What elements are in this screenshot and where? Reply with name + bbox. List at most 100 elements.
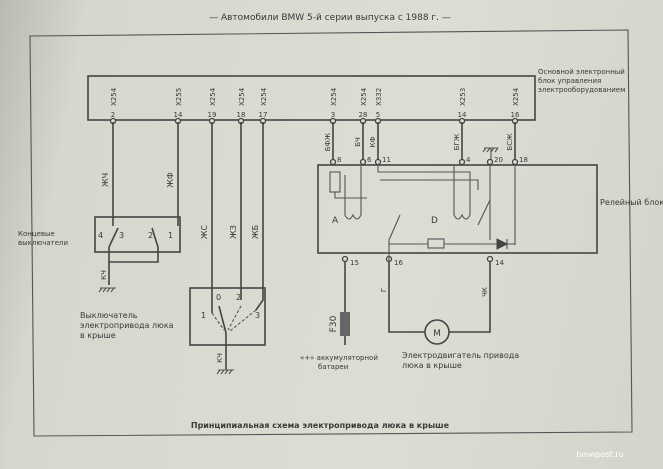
wire-label: ЧК — [481, 287, 489, 297]
wire-label: ЖЗ — [229, 225, 238, 239]
wire-zhb — [255, 122, 264, 311]
ecu-label-1: Основной электронный — [538, 68, 625, 76]
diagram-frame — [29, 29, 633, 437]
wire-label: ЖЧ — [101, 173, 110, 187]
ecu-connector-label: X253 — [459, 88, 467, 106]
watermark: bmwpost.ru — [576, 450, 624, 459]
relay-pin — [329, 158, 337, 166]
relay-internal-wiring — [334, 166, 516, 262]
relay-pin-number: 18 — [519, 156, 528, 164]
wire-label: КЧ — [100, 270, 108, 280]
wire-label: ЖФ — [166, 172, 175, 188]
relay-pin-number: 14 — [495, 259, 504, 267]
ecu-connector-label: X254 — [238, 87, 246, 106]
relay-pin-number: 4 — [466, 156, 471, 164]
relay-pin — [511, 158, 519, 166]
roof-switch-box — [189, 287, 266, 346]
ecu-connector-label: X254 — [330, 87, 338, 106]
ecu-pins: X254 2 X255 14 X254 19 X254 18 X254 17 X254 3 X254 28… — [109, 87, 520, 125]
wire-label: БСЖ — [506, 133, 514, 151]
ecu-pin-number: 18 — [237, 111, 246, 119]
ecu-pin-number: 28 — [359, 111, 368, 119]
ecu-label-3: электрооборудованием — [538, 86, 625, 94]
wire-label: Г — [380, 288, 388, 292]
pin-label: 2 — [236, 293, 241, 302]
relay-pin — [374, 158, 382, 166]
motor-label-1: Электродвигатель привода — [402, 351, 519, 360]
ecu-pin-number: 2 — [111, 111, 115, 119]
wire-label: БЧ — [354, 137, 362, 147]
relay-pin — [359, 158, 367, 166]
roof-switch-label-2: электропривода люка — [80, 321, 174, 330]
ground-icon — [482, 147, 499, 160]
wire-label: КФ — [369, 137, 377, 148]
diode-icon — [496, 238, 509, 250]
relay-pin — [486, 255, 494, 263]
ecu-label-2: блок управления — [538, 77, 601, 85]
resistor-icon — [427, 238, 445, 249]
wire-label: ЖС — [200, 224, 209, 239]
pin-label: 0 — [216, 293, 221, 302]
ecu-connector-label: X254 — [512, 87, 520, 106]
limit-switch-label-2: выключатели — [18, 239, 68, 247]
battery-label-2: батареи — [318, 363, 348, 371]
motor-symbol: M — [433, 329, 441, 339]
roof-switch-positions — [211, 305, 257, 332]
resistor-icon — [329, 171, 341, 193]
ecu-connector-label: X254 — [260, 87, 268, 106]
page-header: — Автомобили BMW 5-й серии выпуска с 198… — [209, 13, 451, 23]
roof-switch-label-1: Выключатель — [80, 311, 138, 320]
wire-label: ЖБ — [251, 225, 260, 239]
pin-label: 1 — [201, 311, 206, 320]
roof-switch-label-3: в крыше — [80, 331, 116, 340]
ecu-connector-label: X255 — [175, 88, 183, 106]
relay-pin-number: 11 — [382, 156, 391, 164]
relay-label: Релейный блок — [600, 198, 663, 207]
ecu-pin-number: 14 — [174, 111, 183, 119]
ecu-pin-number: 16 — [511, 111, 520, 119]
limit-switch-label-1: Концевые — [18, 230, 55, 238]
pin-label: 2 — [148, 231, 153, 240]
relay-box — [317, 164, 598, 254]
ecu-connector-label: X254 — [209, 87, 217, 106]
fuse-icon — [340, 312, 350, 336]
ecu-pin-number: 17 — [259, 111, 268, 119]
ecu-pin-number: 3 — [331, 111, 335, 119]
relay-pin — [486, 158, 494, 166]
pin-label: 1 — [168, 231, 173, 240]
ecu-box — [87, 75, 536, 121]
ecu-pin-number: 5 — [376, 111, 380, 119]
wire-label: БГЖ — [453, 133, 461, 150]
pin-label: 3 — [119, 231, 124, 240]
ecu-connector-label: X254 — [110, 87, 118, 106]
motor-label-2: люка в крыше — [402, 361, 462, 370]
pin-label: 3 — [255, 311, 260, 320]
battery-label-1: «+» аккумуляторной — [300, 354, 378, 362]
ground-icon — [216, 369, 234, 375]
ecu-connector-label: X332 — [375, 88, 383, 106]
wire-motor — [388, 262, 491, 333]
relay-pin-number: 20 — [494, 156, 503, 164]
relay-pin-number: 16 — [394, 259, 403, 267]
relay-pin-number: 6 — [367, 156, 372, 164]
ecu-pin-number: 19 — [208, 111, 217, 119]
roof-switch-lever — [218, 305, 227, 370]
wire-label: КЧ — [216, 353, 224, 363]
pin-label: 4 — [98, 231, 103, 240]
relay-pin-number: 8 — [337, 156, 341, 164]
coil-a-label: A — [332, 216, 339, 226]
fuse-label: F30 — [329, 315, 339, 332]
ecu-connector-label: X254 — [360, 87, 368, 106]
relay-pin — [458, 158, 466, 166]
ground-icon — [98, 287, 116, 293]
limit-switch-box — [94, 216, 181, 253]
ecu-pin-number: 14 — [458, 111, 467, 119]
coil-d-label: D — [431, 216, 438, 226]
relay-pin — [341, 255, 349, 263]
wire-label: БФЖ — [324, 132, 332, 151]
diagram-caption: Принципиальная схема электропривода люка… — [191, 421, 450, 430]
limit-switch-contacts — [108, 227, 159, 285]
